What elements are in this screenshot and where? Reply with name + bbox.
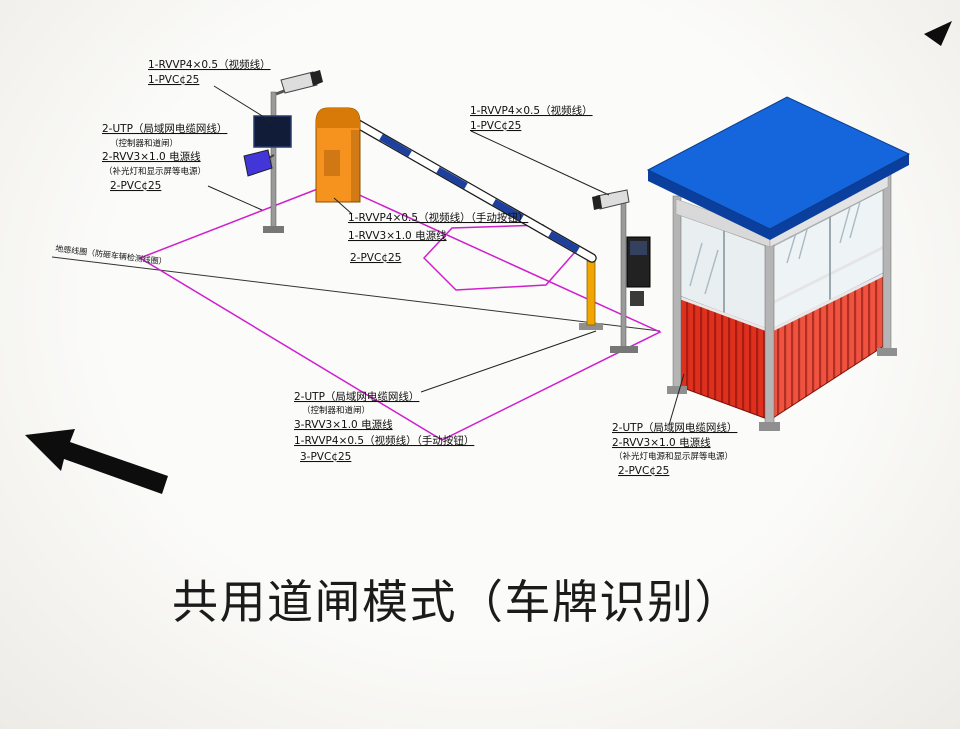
- booth-roof: [646, 96, 911, 230]
- boom-support-base: [579, 323, 603, 330]
- booth-base-front: [759, 422, 780, 431]
- camera-pole-1: [243, 70, 323, 233]
- led-display-1: [253, 115, 292, 148]
- leader-barrier: [333, 197, 353, 215]
- diagram-title: 共用道闸模式（车牌识别）: [172, 577, 742, 628]
- leader-pole1: [207, 185, 263, 211]
- booth-post-right: [882, 163, 892, 351]
- label-ground-loop: 地感线圈（防砸车辆检测线圈）: [55, 243, 167, 267]
- booth-base-left: [667, 386, 687, 394]
- label-pole1-line1: 2-UTP（局域网电缆网线）: [102, 122, 227, 135]
- camera-pole-2: [592, 189, 651, 353]
- label-camera2-line2: 1-PVC¢25: [470, 120, 521, 132]
- booth-wall-left-corrugation: [678, 296, 770, 420]
- label-barrier-line3: 2-PVC¢25: [350, 252, 401, 264]
- roof-edge-right: [770, 154, 909, 240]
- pole1-base: [263, 226, 284, 233]
- label-pole1-line5: 2-PVC¢25: [110, 180, 161, 192]
- barrier-gate-cabinet: [315, 107, 361, 203]
- booth-wall-right-corrugation: [770, 272, 887, 420]
- floodlight: [243, 149, 273, 177]
- roof-edge-left: [648, 170, 770, 240]
- guard-booth: [646, 96, 911, 431]
- cabinet-cap: [316, 108, 360, 128]
- label-island-line3: 3-RVV3×1.0 电源线: [294, 418, 393, 431]
- leader-camera2: [470, 130, 610, 196]
- boom-support-pole: [579, 260, 603, 330]
- camera1-housing: [280, 71, 318, 94]
- lane-quad: [138, 182, 662, 441]
- sill-rail-left: [677, 295, 771, 333]
- pole2-base: [610, 346, 638, 353]
- road-line: [51, 256, 661, 332]
- camera1-lens: [310, 70, 323, 86]
- north-arrow-icon: [924, 21, 952, 46]
- label-barrier-line1: 1-RVVP4×0.5（视频线）（手动按钮）: [348, 211, 528, 224]
- boom-stripes: [379, 133, 580, 254]
- leader-camera1: [213, 85, 273, 123]
- pole1-mast: [270, 91, 277, 229]
- cabinet-vent: [324, 150, 340, 176]
- label-camera1-line2: 1-PVC¢25: [148, 74, 199, 86]
- direction-arrow: [25, 429, 168, 494]
- booth-post-left: [672, 195, 682, 389]
- booth-post-front: [764, 227, 775, 425]
- label-pole1-line4: （补光灯和显示屏等电源）: [104, 166, 206, 177]
- booth-base-right: [877, 348, 897, 356]
- label-camera2-line1: 1-RVVP4×0.5（视频线）: [470, 104, 593, 117]
- leader-island: [420, 330, 597, 393]
- label-barrier-line2: 1-RVV3×1.0 电源线: [348, 229, 447, 242]
- label-island-line4: 1-RVVP4×0.5（视频线）（手动按钮）: [294, 434, 474, 447]
- label-booth-line1: 2-UTP（局域网电缆网线）: [612, 421, 737, 434]
- label-island-line1: 2-UTP（局域网电缆网线）: [294, 390, 419, 403]
- sill-rail-right: [769, 271, 888, 333]
- button-box: [630, 291, 644, 306]
- leader-lines: [207, 85, 685, 426]
- camera2-lens: [592, 195, 602, 210]
- label-island-line5: 3-PVC¢25: [300, 451, 351, 463]
- label-booth-line2: 2-RVV3×1.0 电源线: [612, 436, 711, 449]
- label-booth-line3: （补光灯电源和显示屏等电源）: [614, 451, 733, 462]
- label-island-line2: （控制器和道闸）: [302, 405, 370, 416]
- cable-labels: 1-RVVP4×0.5（视频线） 1-PVC¢25 2-UTP（局域网电缆网线）…: [55, 58, 738, 477]
- pole2-mast: [620, 191, 627, 349]
- label-booth-line4: 2-PVC¢25: [618, 465, 669, 477]
- label-camera1-line1: 1-RVVP4×0.5（视频线）: [148, 58, 271, 71]
- label-pole1-line3: 2-RVV3×1.0 电源线: [102, 150, 201, 163]
- cabinet-side-shade: [351, 130, 360, 202]
- boom-support-mast: [586, 260, 596, 326]
- controller-screen: [630, 241, 647, 255]
- leader-booth: [668, 373, 685, 426]
- label-pole1-line2: （控制器和道闸）: [110, 138, 178, 149]
- barrier-boom: [353, 119, 597, 263]
